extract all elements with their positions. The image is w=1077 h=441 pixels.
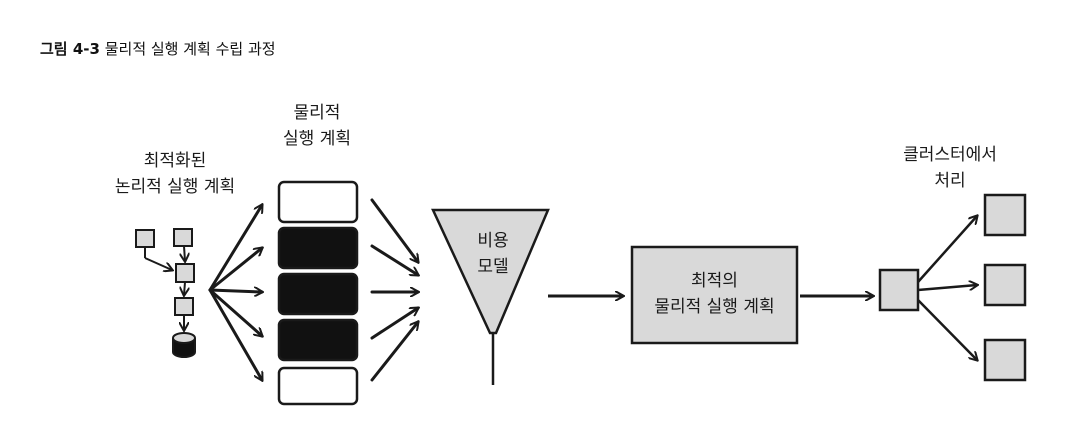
physical-plans-stack	[279, 182, 357, 404]
best-physical-plan-label: 최적의 물리적 실행 계획	[632, 268, 797, 320]
label-line: 최적의	[632, 268, 797, 294]
label-line: 모델	[448, 254, 538, 280]
label-line: 물리적	[262, 100, 372, 126]
logical-node	[136, 230, 154, 247]
cluster-execution-label: 클러스터에서 처리	[880, 142, 1020, 194]
logical-plan-tree	[136, 229, 195, 357]
database-icon	[173, 333, 195, 357]
label-line: 실행 계획	[262, 126, 372, 152]
label-line: 클러스터에서	[880, 142, 1020, 168]
logical-node	[176, 264, 194, 282]
label-line: 논리적 실행 계획	[90, 174, 260, 200]
label-line: 비용	[448, 228, 538, 254]
physical-plan	[279, 228, 357, 268]
physical-plan	[279, 320, 357, 360]
physical-plan	[279, 368, 357, 404]
physical-plan	[279, 274, 357, 314]
logical-node	[175, 298, 193, 315]
plan-to-cost-arrows	[372, 200, 418, 380]
cluster-worker-node	[985, 265, 1025, 305]
physical-plan	[279, 182, 357, 222]
cluster-worker-node	[985, 195, 1025, 235]
cluster-driver-node	[880, 270, 918, 310]
logical-node	[174, 229, 192, 246]
physical-plans-label: 물리적 실행 계획	[262, 100, 372, 152]
fanout-arrows	[210, 205, 262, 380]
label-line: 처리	[880, 168, 1020, 194]
cluster-worker-node	[985, 340, 1025, 380]
cost-model-label: 비용 모델	[448, 228, 538, 280]
label-line: 물리적 실행 계획	[632, 294, 797, 320]
cluster	[880, 195, 1025, 380]
label-line: 최적화된	[90, 148, 260, 174]
optimized-logical-plan-label: 최적화된 논리적 실행 계획	[90, 148, 260, 200]
